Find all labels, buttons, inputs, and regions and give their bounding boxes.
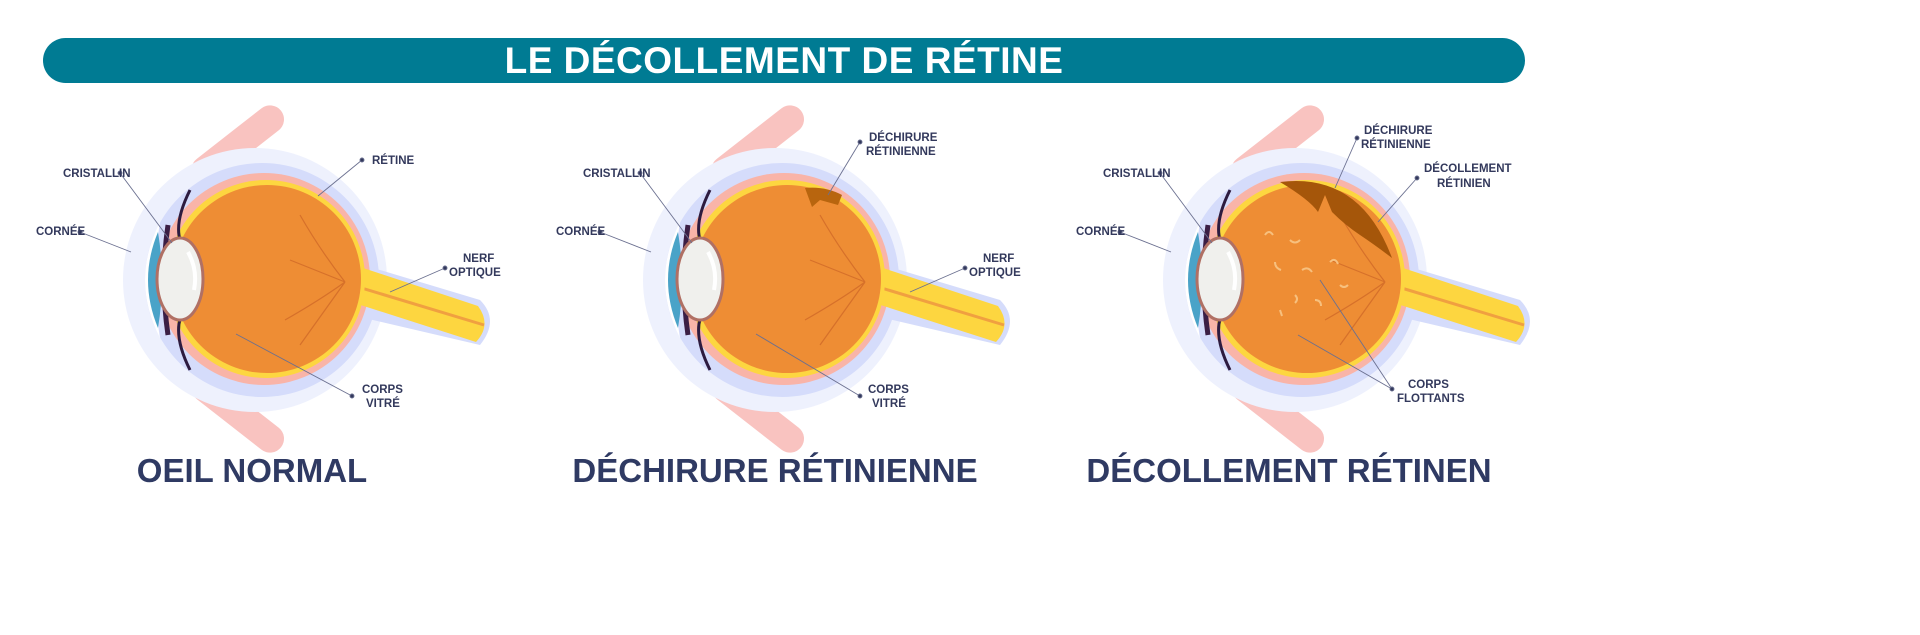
leader-lines [77, 135, 1420, 399]
label-optique: OPTIQUE [969, 267, 1021, 279]
caption-dechirure: DÉCHIRURE RÉTINIENNE [572, 452, 978, 489]
label-cornee: CORNÉE [556, 225, 606, 238]
label-corps: CORPS [1408, 379, 1449, 391]
eye-illustration [1163, 100, 1530, 459]
eye-detachment [1163, 100, 1530, 459]
page-title: LE DÉCOLLEMENT DE RÉTINE [504, 39, 1064, 81]
caption-normal: OEIL NORMAL [136, 452, 368, 489]
eye-tear [643, 100, 1010, 459]
label-dechirure: DÉCHIRURE [869, 131, 938, 144]
title-banner: LE DÉCOLLEMENT DE RÉTINE [43, 38, 1525, 83]
label-corps: CORPS [868, 384, 909, 396]
label-retinienne: RÉTINIENNE [866, 145, 936, 158]
label-nerf: NERF [983, 253, 1014, 265]
label-retinienne: RÉTINIENNE [1361, 138, 1431, 151]
label-corps: CORPS [362, 384, 403, 396]
label-nerf: NERF [463, 253, 494, 265]
eye-illustration [123, 100, 490, 459]
label-retine: RÉTINE [372, 154, 415, 167]
eye-normal [123, 100, 490, 459]
retinal-tear [805, 187, 842, 207]
label-vitre: VITRÉ [366, 397, 400, 410]
label-vitre: VITRÉ [872, 397, 906, 410]
label-decollement: DÉCOLLEMENT [1424, 162, 1512, 175]
label-cornee: CORNÉE [1076, 225, 1126, 238]
label-flottants: FLOTTANTS [1397, 393, 1465, 405]
label-retinien: RÉTINIEN [1437, 177, 1491, 190]
detached-retina [1280, 180, 1392, 258]
label-dechirure: DÉCHIRURE [1364, 124, 1433, 137]
caption-decollement: DÉCOLLEMENT RÉTINEN [1086, 452, 1492, 489]
eye-illustration [643, 100, 1010, 459]
floaters [1264, 231, 1349, 317]
label-cornee: CORNÉE [36, 225, 86, 238]
label-optique: OPTIQUE [449, 267, 501, 279]
label-cristallin: CRISTALLIN [63, 168, 131, 180]
label-cristallin: CRISTALLIN [583, 168, 651, 180]
label-cristallin: CRISTALLIN [1103, 168, 1171, 180]
